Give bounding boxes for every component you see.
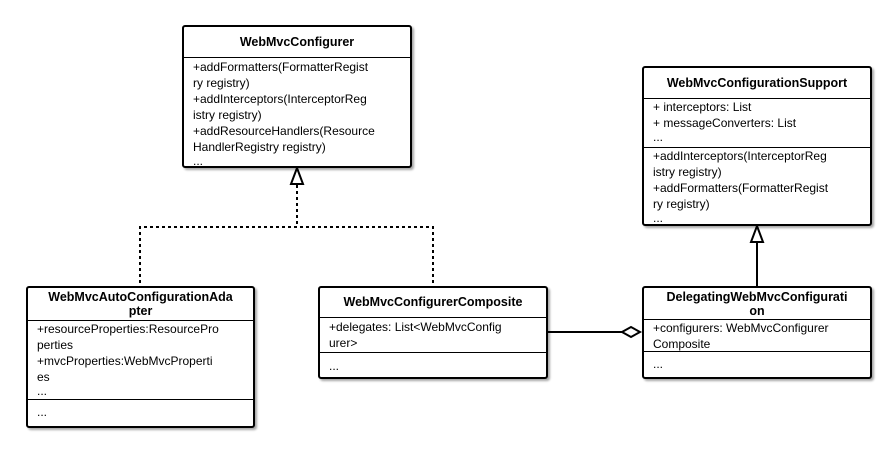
method-line: ... — [329, 359, 340, 373]
attribute-line: Composite — [653, 337, 711, 351]
attributes-section: +configurers: WebMvcConfigurer Composite — [644, 320, 870, 352]
method-line: +addInterceptors(InterceptorReg — [193, 92, 367, 106]
class-webmvc-configuration-support[interactable]: WebMvcConfigurationSupport + interceptor… — [642, 66, 872, 226]
generalization-arrowhead — [749, 223, 765, 243]
attribute-line: urer> — [329, 336, 358, 350]
class-webmvc-auto-configuration-adapter[interactable]: WebMvcAutoConfigurationAda pter +resourc… — [26, 286, 255, 428]
method-line: ... — [37, 405, 48, 419]
method-line: +addResourceHandlers(Resource — [193, 124, 375, 138]
attribute-line: +configurers: WebMvcConfigurer — [653, 321, 829, 335]
methods-section: ... — [320, 353, 546, 374]
method-line: ry registry) — [653, 197, 710, 211]
method-line: +addFormatters(FormatterRegist — [653, 181, 829, 195]
methods-section: +addInterceptors(InterceptorReg istry re… — [644, 148, 870, 224]
class-title: DelegatingWebMvcConfigurati on — [644, 288, 870, 320]
class-title: WebMvcConfigurerComposite — [320, 288, 546, 318]
method-line: +addInterceptors(InterceptorReg — [653, 149, 827, 163]
attribute-line: +mvcProperties:WebMvcProperti — [37, 354, 213, 368]
attributes-section: +resourceProperties:ResourcePro perties … — [28, 321, 253, 400]
methods-section: ... — [28, 400, 253, 420]
attributes-section: +delegates: List<WebMvcConfig urer> — [320, 318, 546, 353]
method-line: ... — [653, 357, 664, 371]
method-line: ... — [193, 154, 204, 168]
attributes-section: + interceptors: List + messageConverters… — [644, 99, 870, 148]
method-line: istry registry) — [193, 108, 262, 122]
method-line: ry registry) — [193, 76, 250, 90]
method-line: HandlerRegistry registry) — [193, 140, 326, 154]
attribute-line: es — [37, 370, 50, 384]
class-webmvc-configurer-composite[interactable]: WebMvcConfigurerComposite +delegates: Li… — [318, 286, 548, 379]
attribute-line: +resourceProperties:ResourcePro — [37, 322, 219, 336]
realization-edge-adapter — [139, 184, 298, 289]
class-title: WebMvcConfigurationSupport — [644, 68, 870, 99]
attribute-line: + interceptors: List — [653, 100, 752, 114]
methods-section: +addFormatters(FormatterRegist ry regist… — [184, 58, 410, 168]
realization-arrowhead — [289, 165, 305, 185]
attribute-line: +delegates: List<WebMvcConfig — [329, 320, 502, 334]
method-line: +addFormatters(FormatterRegist — [193, 60, 369, 74]
attribute-line: + messageConverters: List — [653, 116, 797, 130]
class-title: WebMvcConfigurer — [184, 27, 410, 58]
class-title: WebMvcAutoConfigurationAda pter — [28, 288, 253, 321]
method-line: istry registry) — [653, 165, 722, 179]
class-webmvc-configurer[interactable]: WebMvcConfigurer +addFormatters(Formatte… — [182, 25, 412, 168]
aggregation-diamond — [619, 325, 643, 339]
class-delegating-webmvc-configuration[interactable]: DelegatingWebMvcConfigurati on +configur… — [642, 286, 872, 379]
attribute-line: ... — [653, 130, 664, 144]
method-line: ... — [653, 211, 664, 225]
attribute-line: perties — [37, 338, 74, 352]
realization-edge-composite — [297, 226, 434, 289]
methods-section: ... — [644, 352, 870, 372]
attribute-line: ... — [37, 384, 48, 398]
